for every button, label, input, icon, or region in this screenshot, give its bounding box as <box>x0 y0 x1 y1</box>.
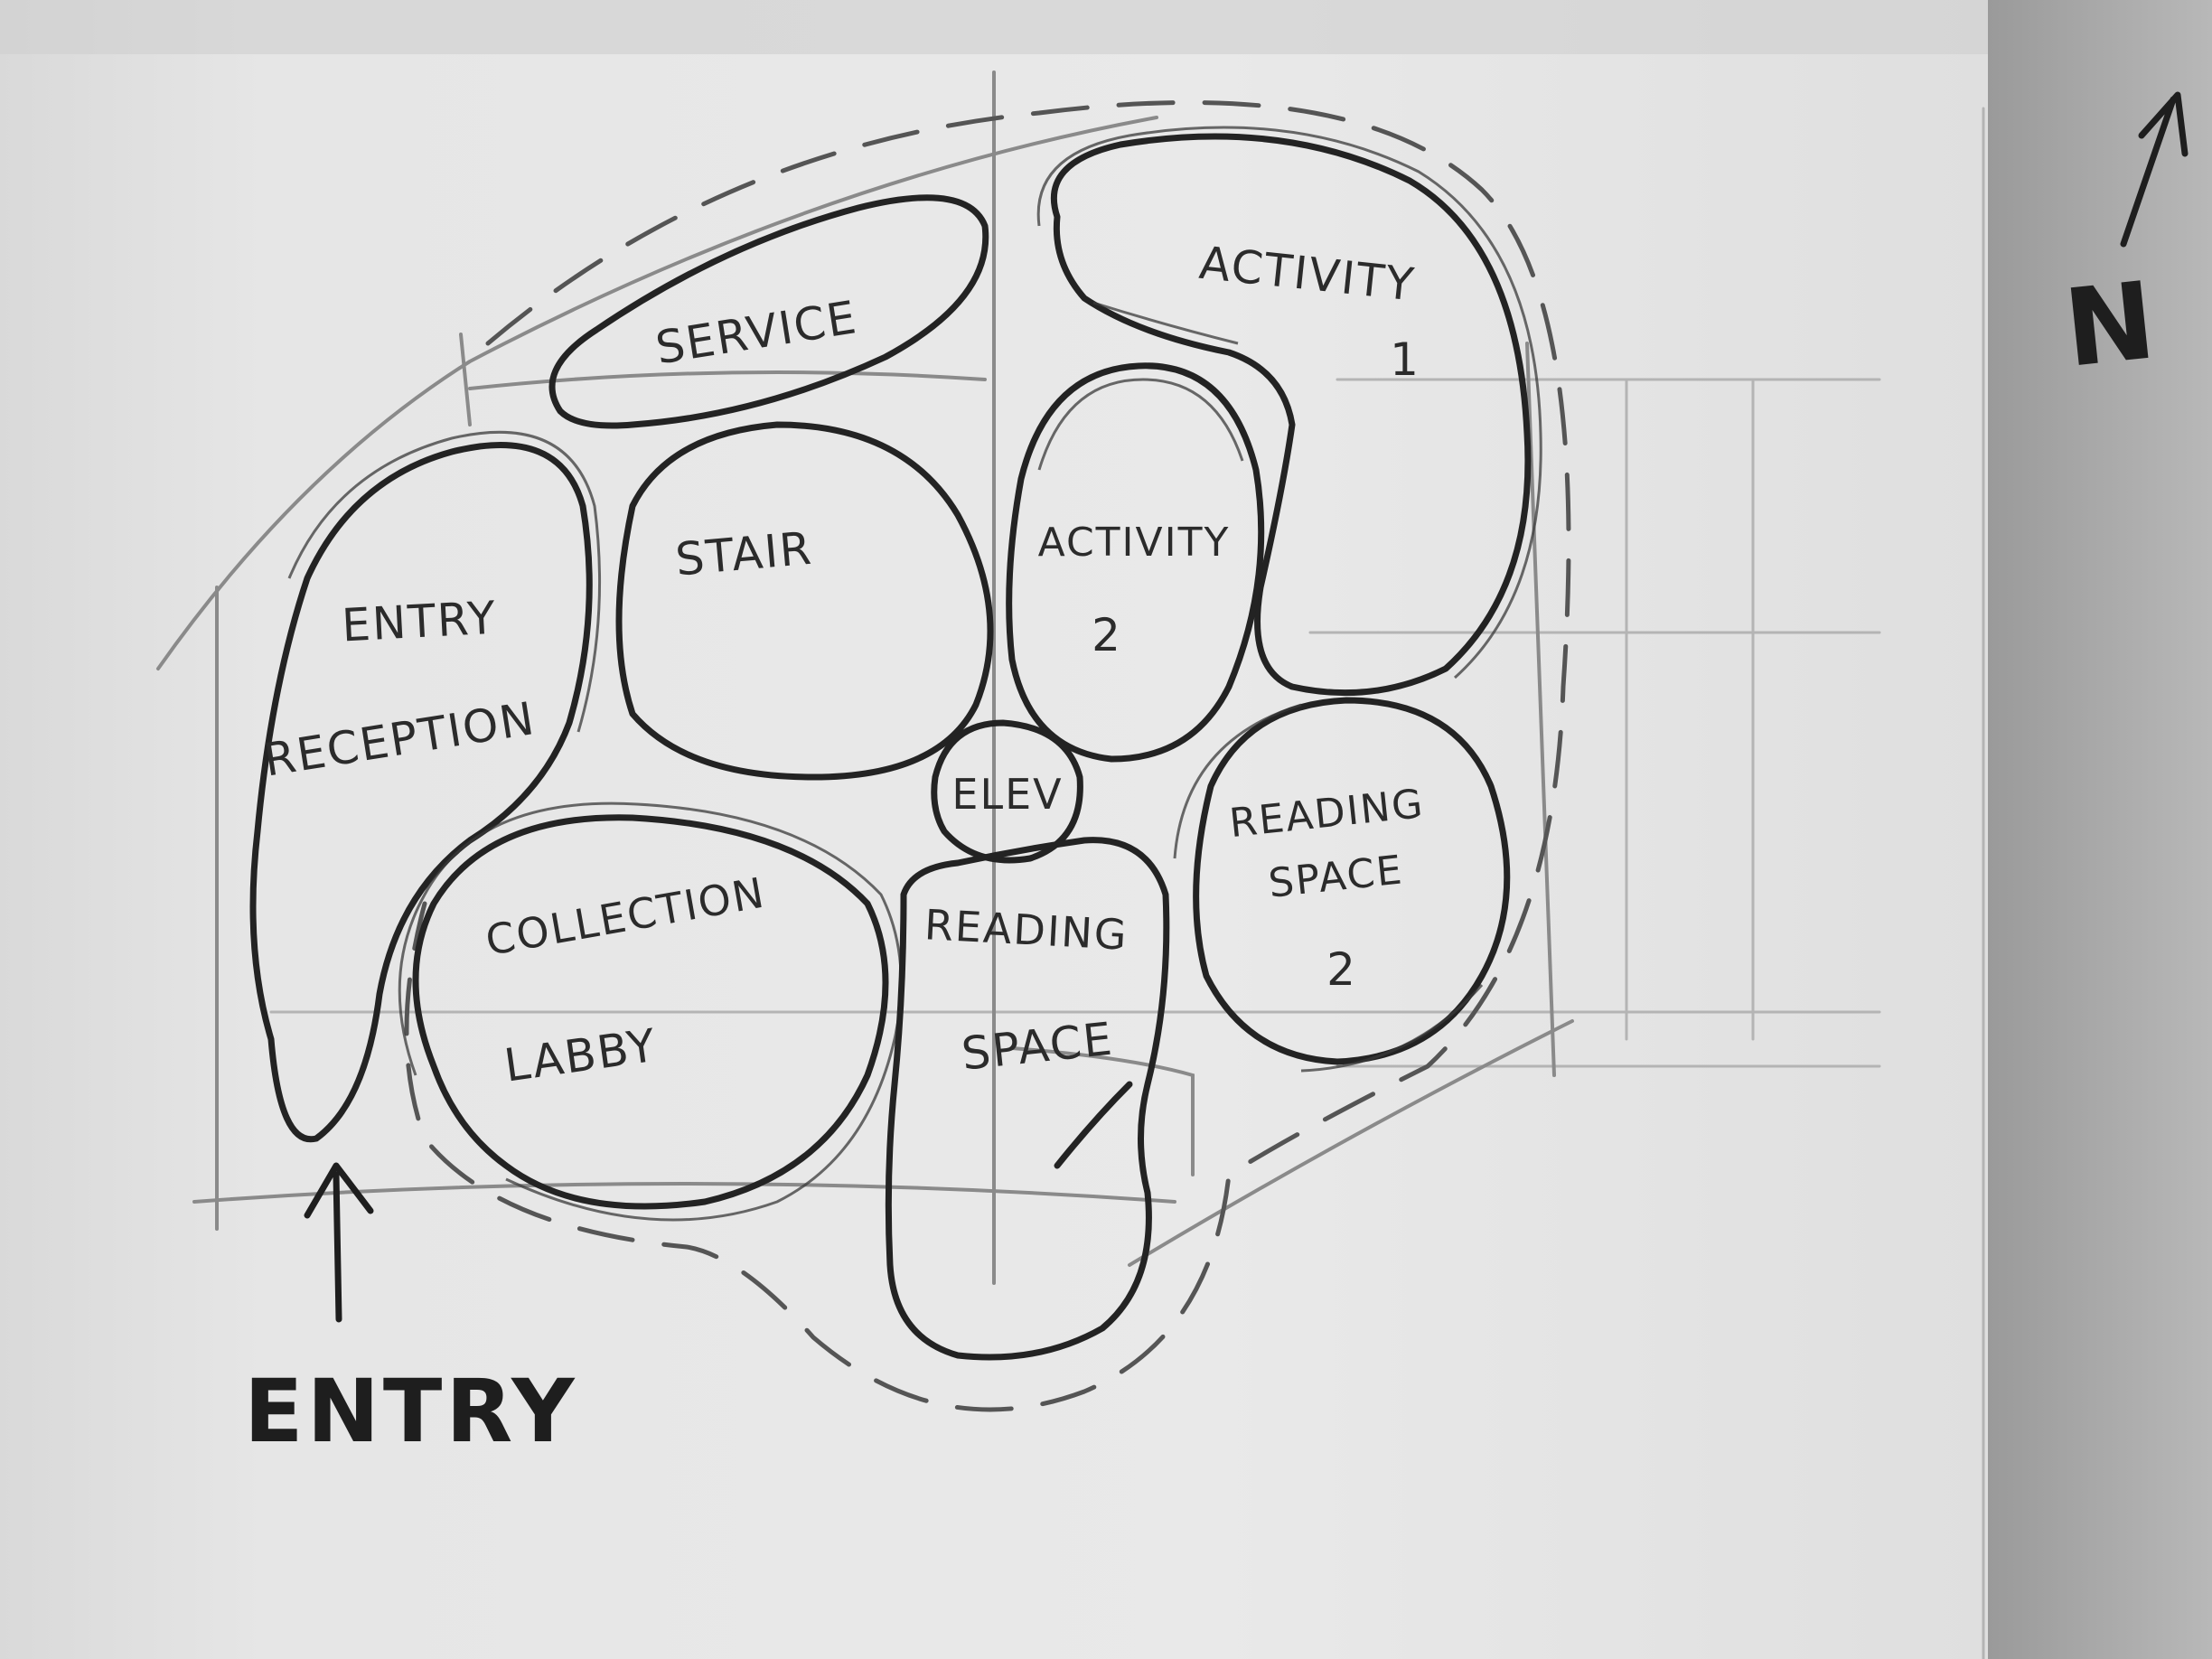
label-activity-1-line2: 1 <box>1390 333 1420 386</box>
bubble-elev <box>931 719 1083 864</box>
shadow-strip <box>1988 0 2212 1659</box>
bubble-stair <box>615 421 994 781</box>
bubble-reading-space <box>885 837 1170 1361</box>
entry-arrow <box>304 1162 374 1323</box>
label-entry-reception-line1: ENTRY <box>341 592 498 652</box>
north-label: N <box>2059 258 2161 391</box>
bubble-activity-2 <box>1006 362 1265 763</box>
bubble-activity-2-echo <box>1037 378 1244 471</box>
pencil-lines <box>156 70 1574 1285</box>
bubble-entry-reception-echo <box>287 430 602 733</box>
label-activity-2-line1: ACTIVITY <box>1038 520 1231 566</box>
label-reading-space-line1: READING <box>923 900 1129 960</box>
label-elev: ELEV <box>951 770 1063 819</box>
north-marker: N <box>2059 91 2189 391</box>
outer-envelope <box>404 99 1571 1412</box>
bubble-collection-labby-echo <box>398 801 903 1222</box>
space-bubbles <box>249 126 1542 1361</box>
paper-top-band <box>0 0 2212 54</box>
label-reading-space-2-line3: 2 <box>1326 943 1357 996</box>
bubble-collection-labby <box>412 814 889 1210</box>
bubble-activity-1 <box>1050 133 1532 697</box>
bubble-service <box>548 194 989 429</box>
entry-marker: ENTRY <box>244 1162 578 1462</box>
label-stair: STAIR <box>673 522 815 586</box>
entry-label: ENTRY <box>244 1361 578 1462</box>
bubble-entry-reception <box>249 442 593 1143</box>
bubble-reading-space-2-echo <box>1173 703 1484 1073</box>
north-arrow-icon <box>2120 91 2189 248</box>
bubble-reading-space-tick <box>1054 1081 1133 1169</box>
bubble-activity-1-echo <box>1036 126 1542 680</box>
bubble-reading-space-2 <box>1193 697 1511 1065</box>
label-activity-2-line2: 2 <box>1092 609 1122 661</box>
